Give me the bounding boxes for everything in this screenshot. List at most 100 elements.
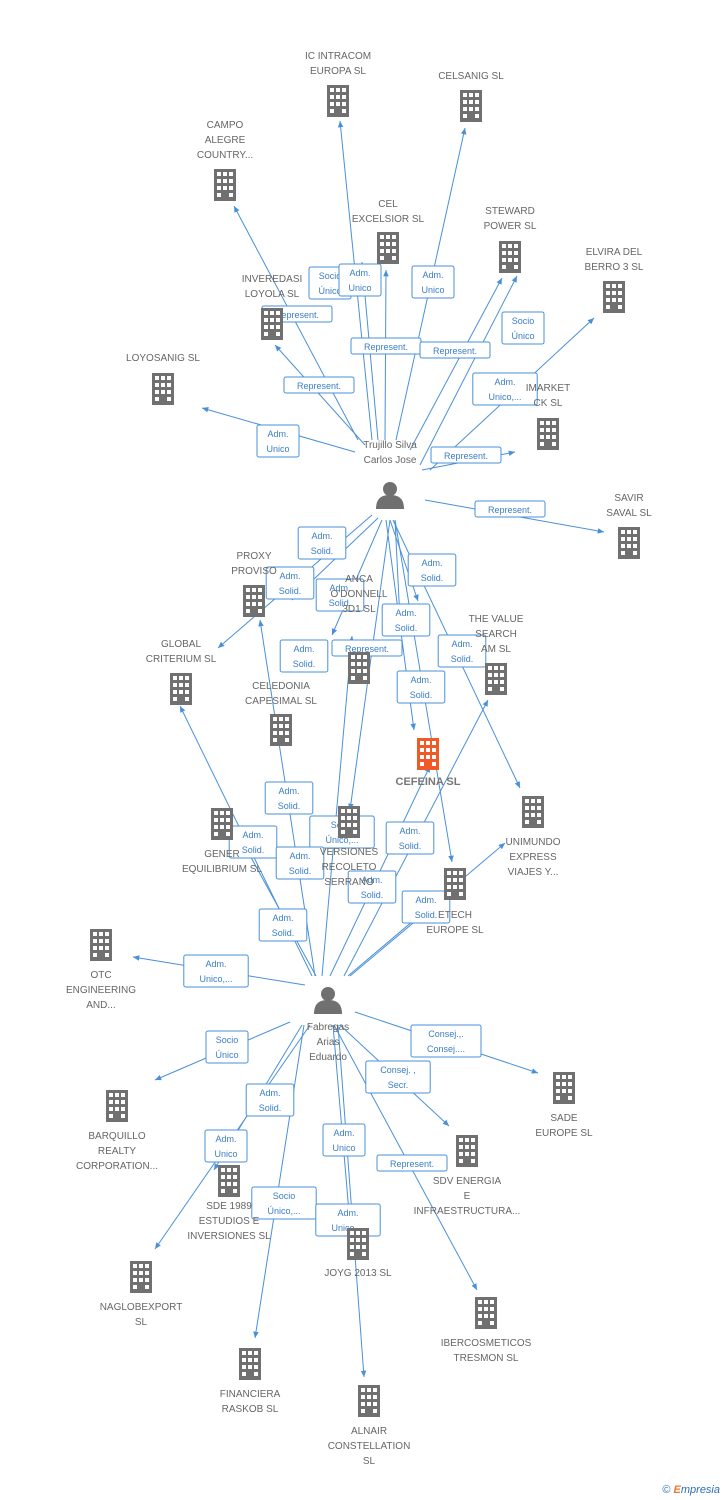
edge-label[interactable]: Adm.Solid. bbox=[245, 1083, 295, 1117]
edge-label[interactable]: Represent. bbox=[283, 376, 355, 394]
company-name: TRESMON SL bbox=[453, 1353, 518, 1364]
building-icon bbox=[348, 652, 370, 684]
edge-label[interactable]: Consej. , Secr. bbox=[365, 1060, 431, 1094]
company-node-sdv[interactable]: SDV ENERGIA E INFRAESTRUCTURA... bbox=[414, 1135, 521, 1217]
edge-label[interactable]: Adm.Unico bbox=[411, 265, 455, 299]
company-name: CELSANIG SL bbox=[438, 71, 504, 82]
edge-label-text: Adm. bbox=[311, 531, 332, 541]
edge-label[interactable]: Adm.Solid. bbox=[258, 908, 308, 942]
company-node-barquillo[interactable]: BARQUILLOREALTYCORPORATION... bbox=[76, 1090, 158, 1172]
relation-edge bbox=[348, 519, 391, 811]
edge-label[interactable]: Adm.Unico,... bbox=[472, 372, 538, 406]
edge-label[interactable]: Adm.Solid. bbox=[347, 870, 397, 904]
edge-label[interactable]: Adm.Solid. bbox=[396, 670, 446, 704]
company-name: STEWARD bbox=[485, 206, 535, 217]
edge-label[interactable]: Adm.Unico bbox=[322, 1123, 366, 1157]
company-node-joyg[interactable]: JOYG 2013 SL bbox=[324, 1228, 392, 1279]
edge-label-text: Adm. bbox=[422, 270, 443, 280]
edge-label[interactable]: Adm.Solid. bbox=[264, 781, 314, 815]
company-node-campo[interactable]: CAMPOALEGRECOUNTRY... bbox=[197, 120, 253, 201]
edge-label-box bbox=[256, 424, 300, 458]
company-name: SADE bbox=[550, 1113, 578, 1124]
edge-label[interactable]: Adm.Solid. bbox=[381, 603, 431, 637]
edge-label[interactable]: Consej.,.Consej.... bbox=[410, 1024, 482, 1058]
edge-label-text: Socio bbox=[319, 271, 342, 281]
company-name: VIAJES Y... bbox=[508, 867, 559, 878]
edge-label[interactable]: Represent. bbox=[419, 341, 491, 359]
company-node-cefeina[interactable]: CEFEINA SL bbox=[396, 738, 461, 788]
edge-label[interactable]: Adm.Solid. bbox=[407, 553, 457, 587]
company-name: E bbox=[464, 1191, 471, 1202]
edge-label[interactable]: Adm.Solid. bbox=[315, 578, 365, 612]
company-name: BARQUILLO bbox=[88, 1131, 145, 1142]
edge-label[interactable]: Adm.Solid. bbox=[401, 890, 451, 924]
company-name: EUROPA SL bbox=[310, 66, 366, 77]
building-icon bbox=[270, 714, 292, 746]
company-name: ALEGRE bbox=[205, 135, 246, 146]
edge-label[interactable]: Adm.Unico,... bbox=[183, 954, 249, 988]
edge-label-text: Represent. bbox=[275, 310, 319, 320]
edge-label[interactable]: Adm.Solid. bbox=[385, 821, 435, 855]
company-node-otc[interactable]: OTCENGINEERINGAND... bbox=[66, 929, 136, 1011]
edge-label[interactable]: Adm.Solid. bbox=[297, 526, 347, 560]
edge-label-box bbox=[437, 634, 487, 668]
building-icon bbox=[618, 527, 640, 559]
company-name: INVERSIONES SL bbox=[187, 1231, 271, 1242]
building-icon bbox=[338, 806, 360, 838]
edge-label[interactable]: SocioÚnico,... bbox=[251, 1186, 317, 1220]
edge-label[interactable]: Adm.Unico bbox=[204, 1129, 248, 1163]
person-icon bbox=[314, 987, 342, 1014]
edge-label[interactable]: Represent. bbox=[474, 500, 546, 518]
edge-label[interactable]: Adm.Unico bbox=[338, 263, 382, 297]
edge-label-text: Socio bbox=[216, 1035, 239, 1045]
edge-label-box bbox=[410, 1024, 482, 1058]
edge-label-text: Adm. bbox=[205, 959, 226, 969]
edge-label[interactable]: Represent. bbox=[376, 1154, 448, 1172]
edge-label-text: Unico bbox=[214, 1149, 237, 1159]
edge-label[interactable]: Represent. bbox=[350, 337, 422, 355]
edge-label[interactable]: Adm.Solid. bbox=[279, 639, 329, 673]
company-name: SL bbox=[363, 1456, 376, 1467]
company-name: INFRAESTRUCTURA... bbox=[414, 1206, 521, 1217]
edge-label[interactable]: Adm.Unico bbox=[256, 424, 300, 458]
relation-edge bbox=[331, 519, 383, 636]
building-icon bbox=[243, 585, 265, 617]
company-name: SDV ENERGIA bbox=[433, 1176, 502, 1187]
edge-label[interactable]: Adm.Solid. bbox=[275, 846, 325, 880]
company-node-celsanig[interactable]: CELSANIG SL bbox=[438, 71, 504, 122]
edge-label-text: Secr. bbox=[388, 1080, 409, 1090]
edge-label[interactable]: Represent. bbox=[430, 446, 502, 464]
edge-label[interactable]: Adm.Solid. bbox=[265, 566, 315, 600]
edge-label[interactable]: Adm.Solid. bbox=[228, 825, 278, 859]
edge-label-text: Adm. bbox=[278, 786, 299, 796]
edge-label-text: Consej. , bbox=[380, 1065, 416, 1075]
edge-label[interactable]: Adm.Solid. bbox=[437, 634, 487, 668]
company-node-loyosanig[interactable]: LOYOSANIG SL bbox=[126, 353, 200, 405]
